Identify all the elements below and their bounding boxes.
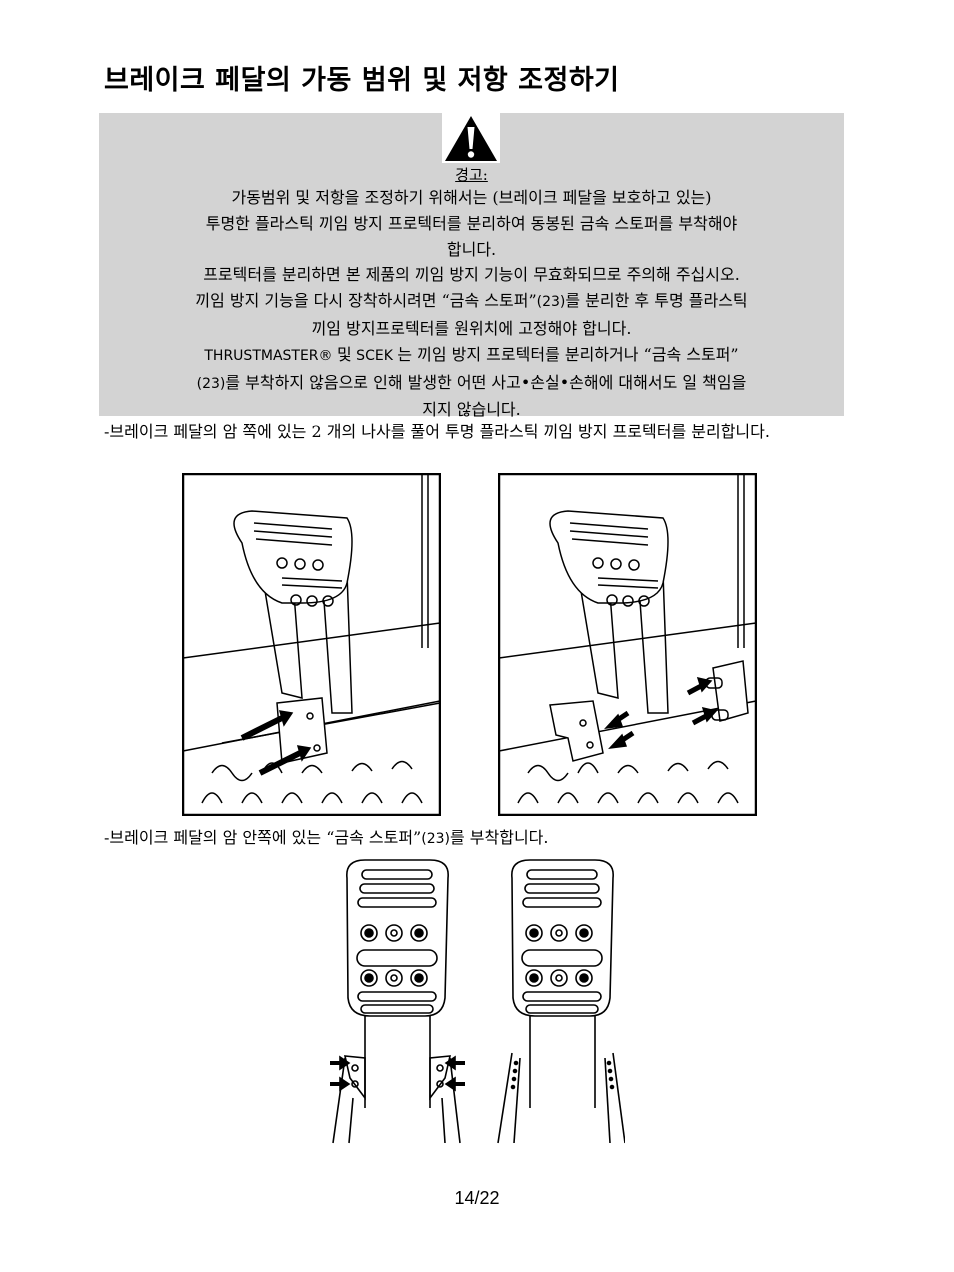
brand-name: SCEK [351, 347, 398, 364]
warning-line: THRUSTMASTER® 및 SCEK 는 끼임 방지 프로텍터를 분리하거나… [105, 342, 838, 370]
warning-line: 가동범위 및 저항을 조정하기 위해서는 (브레이크 페달을 보호하고 있는) [231, 188, 712, 207]
warning-line: 합니다. [446, 239, 497, 259]
step-1-text: -브레이크 페달의 암 쪽에 있는 2 개의 나사를 풀어 투명 플라스틱 끼임… [104, 422, 770, 441]
warning-triangle-icon [442, 113, 500, 163]
warning-text-part: 끼임 방지 기능을 다시 장착하시려면 “금속 스토퍼” [195, 291, 537, 311]
warning-text: 가동범위 및 저항을 조정하기 위해서는 (브레이크 페달을 보호하고 있는) … [105, 185, 838, 423]
part-number: (23) [421, 831, 450, 847]
warning-line: 지지 않습니다. [422, 400, 521, 420]
part-number: (23) [196, 375, 226, 392]
warning-line: 끼임 방지 기능을 다시 장착하시려면 “금속 스토퍼”(23)를 분리한 후 … [105, 288, 838, 316]
pedal-without-protector [497, 859, 625, 1144]
page-number: 14/22 [454, 1188, 500, 1208]
warning-text-part: 및 [337, 344, 352, 364]
warning-text-part: 는 끼임 방지 프로텍터를 분리하거나 “금속 스토퍼” [397, 344, 739, 364]
warning-line: 끼임 방지프로텍터를 원위치에 고정해야 합니다. [311, 318, 632, 338]
warning-text-part: 를 분리한 후 투명 플라스틱 [565, 291, 748, 311]
warning-text-part: 를 부착하지 않음으로 인해 발생한 어떤 사고•손실•손해에 대해서도 일 책… [225, 372, 747, 392]
pedal-with-stoppers [330, 859, 465, 1144]
warning-title: 경고: [455, 166, 488, 184]
warning-line: 프로텍터를 분리하면 본 제품의 끼임 방지 기능이 무효화되므로 주의해 주십… [203, 265, 740, 285]
part-number: (23) [536, 294, 566, 311]
step-2-text: -브레이크 페달의 암 안쪽에 있는 “금속 스토퍼”(23)를 부착합니다. [104, 826, 840, 851]
warning-line: 투명한 플라스틱 끼임 방지 프로텍터를 분리하여 동봉된 금속 스토퍼를 부착… [205, 213, 738, 233]
warning-line: (23)를 부착하지 않음으로 인해 발생한 어떤 사고•손실•손해에 대해서도… [105, 370, 838, 398]
brand-name: THRUSTMASTER® [204, 347, 337, 364]
step-2-part: 를 부착합니다. [450, 828, 549, 847]
page-title: 브레이크 페달의 가동 범위 및 저항 조정하기 [104, 65, 620, 96]
figure-protector-removed [498, 473, 757, 816]
figure-attach-stoppers [330, 859, 625, 1144]
figure-remove-screws [182, 473, 441, 816]
warning-box: 경고: 가동범위 및 저항을 조정하기 위해서는 (브레이크 페달을 보호하고 … [99, 113, 844, 419]
step-2-part: -브레이크 페달의 암 안쪽에 있는 “금속 스토퍼” [104, 828, 422, 847]
